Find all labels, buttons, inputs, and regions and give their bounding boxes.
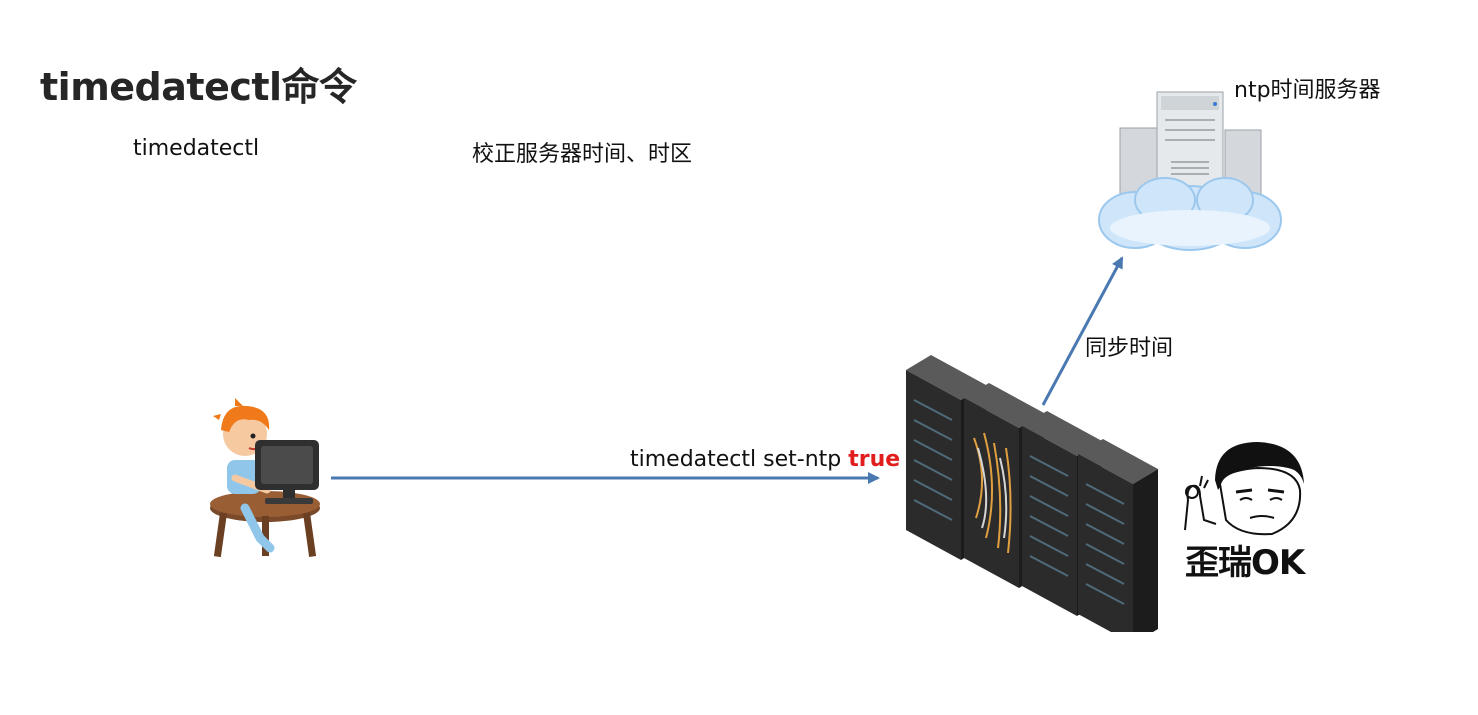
set-ntp-command: timedatectl set-ntp true bbox=[630, 447, 900, 472]
user-at-computer-icon bbox=[210, 398, 320, 558]
server-rack-icon bbox=[906, 355, 1158, 632]
set-ntp-command-text: timedatectl set-ntp bbox=[630, 447, 849, 472]
cloud-server-icon bbox=[1098, 91, 1282, 251]
ntp-server-label: ntp时间服务器 bbox=[1234, 78, 1381, 103]
sync-time-label: 同步时间 bbox=[1085, 336, 1174, 361]
command-description: 校正服务器时间、时区 bbox=[472, 142, 693, 167]
meme-caption: 歪瑞OK bbox=[1185, 543, 1305, 583]
meme-ok-icon bbox=[1184, 442, 1304, 536]
command-name: timedatectl bbox=[133, 136, 260, 161]
page-title: timedatectl命令 bbox=[40, 65, 357, 109]
server-to-ntp-arrow bbox=[1041, 256, 1124, 406]
set-ntp-value: true bbox=[848, 447, 901, 472]
